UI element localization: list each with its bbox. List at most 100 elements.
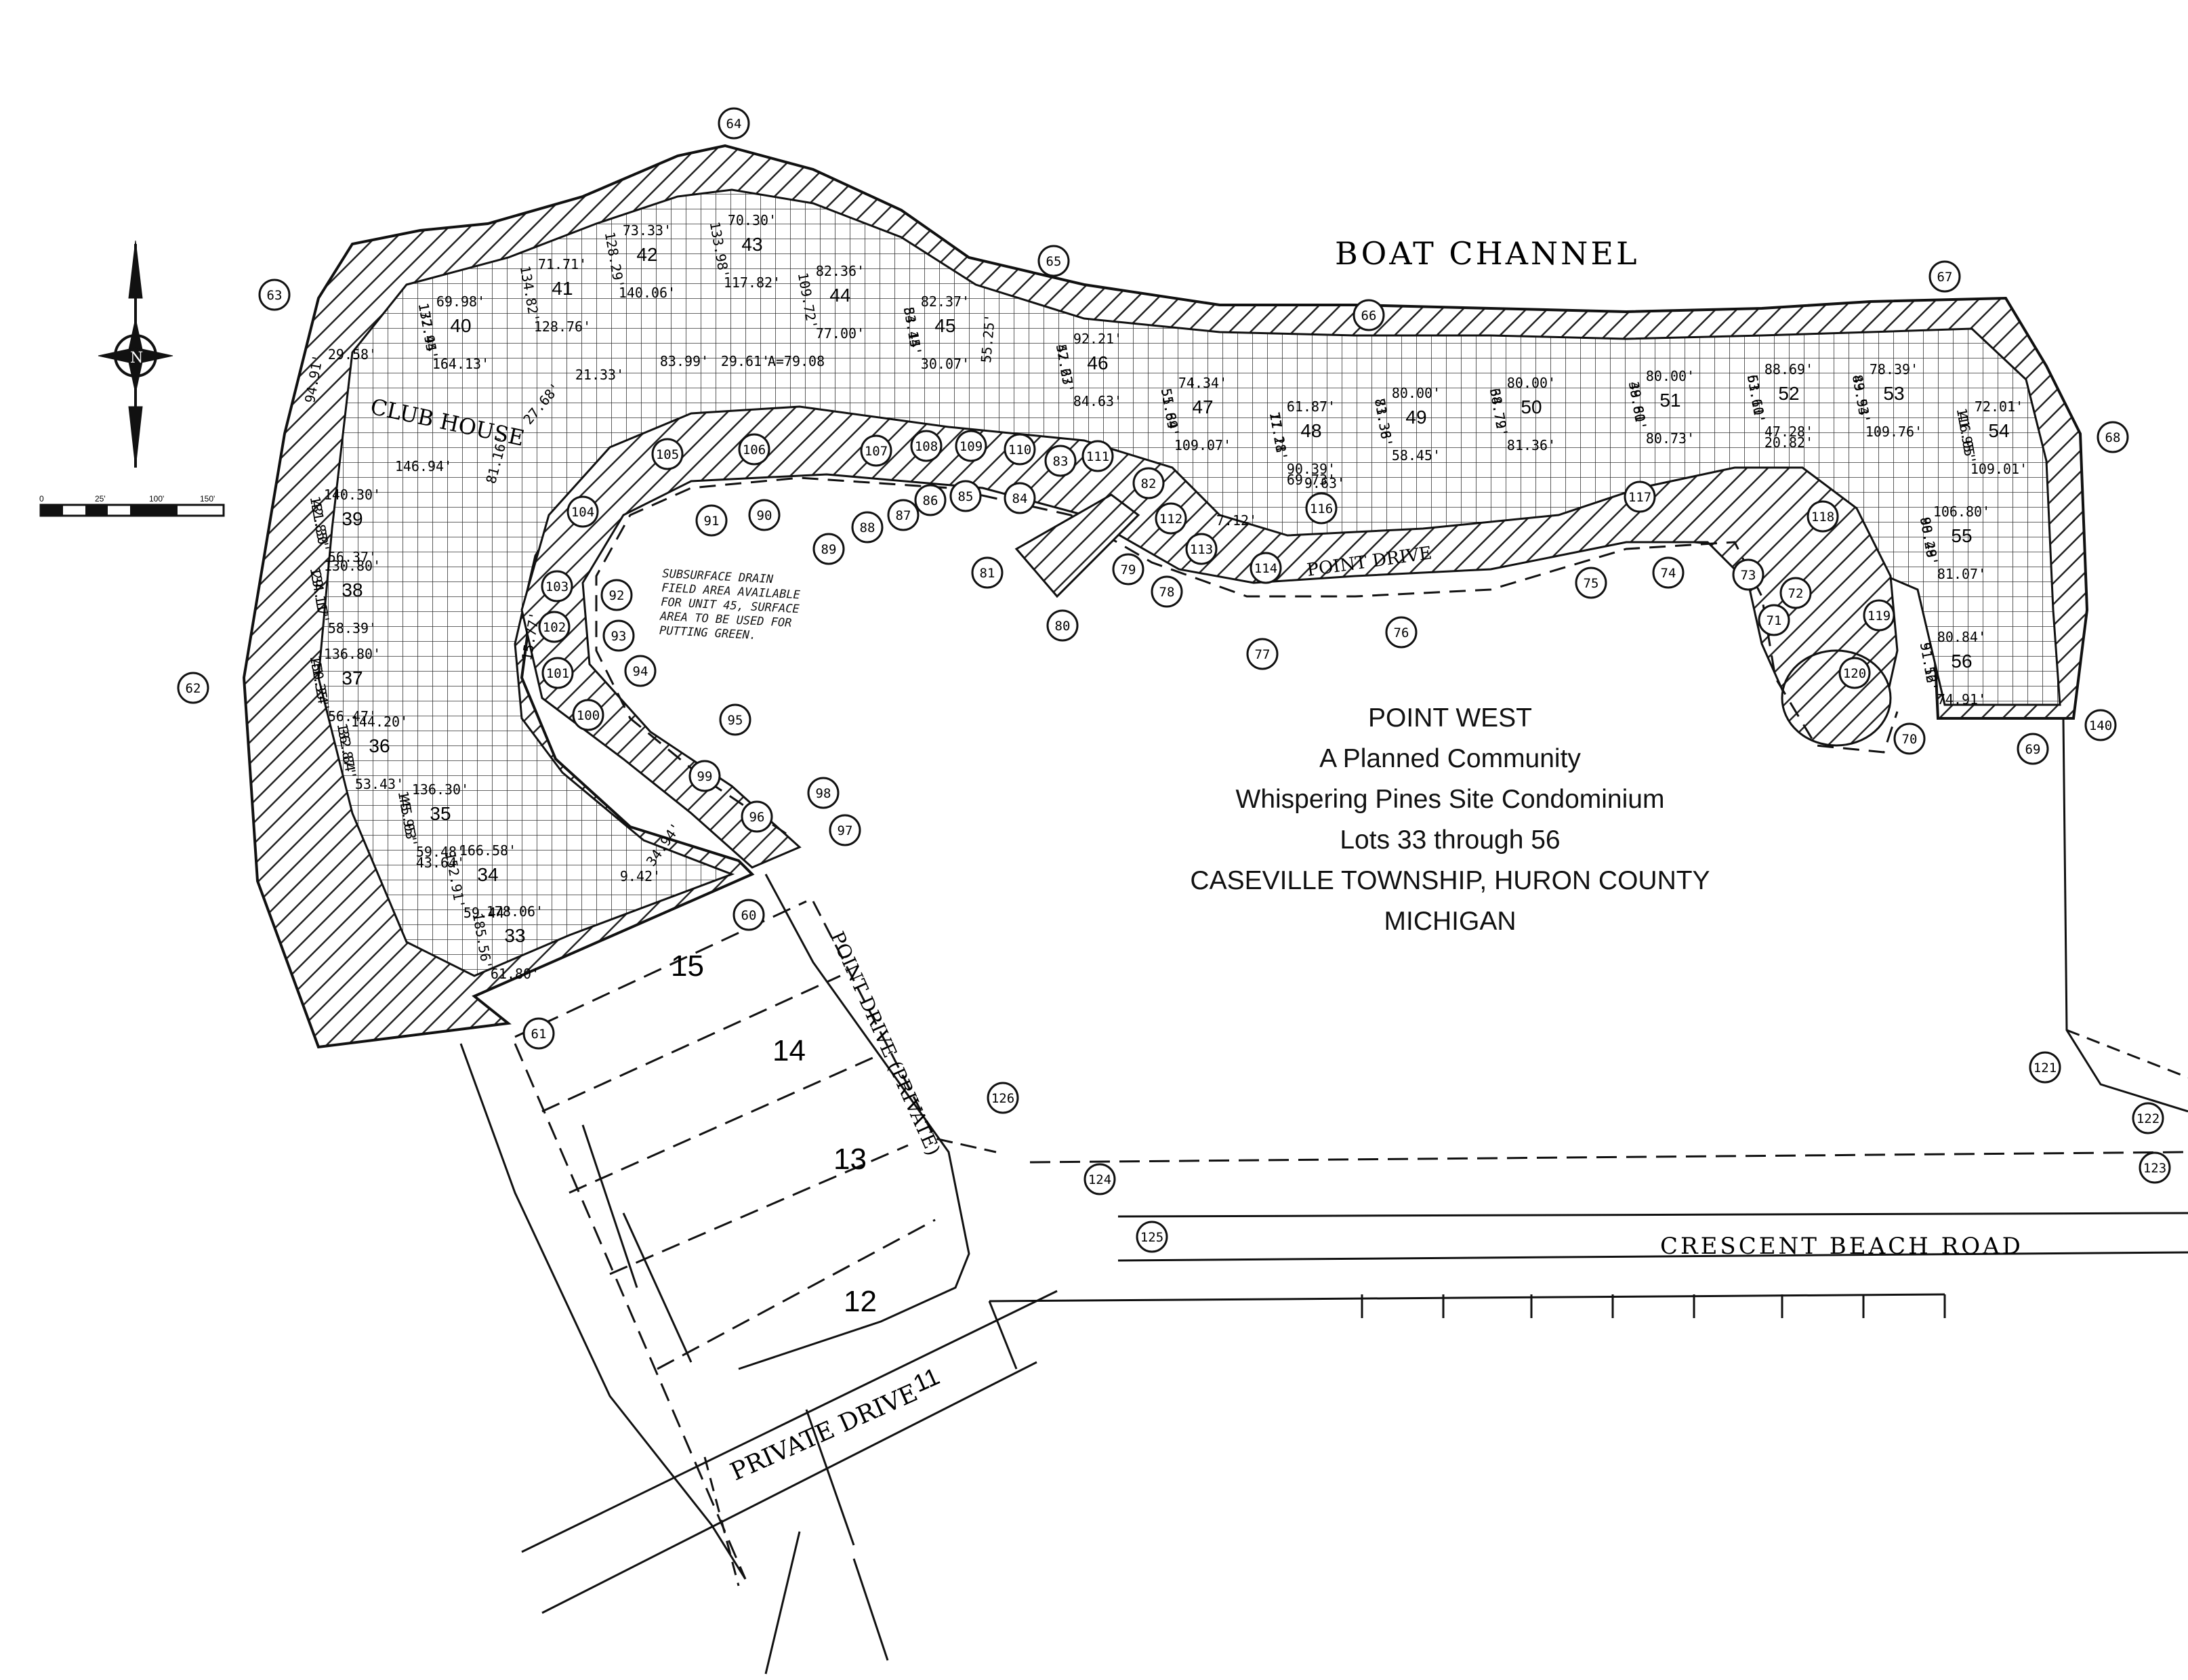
lot-dimension: 53.43' bbox=[355, 776, 404, 792]
svg-text:121: 121 bbox=[2034, 1061, 2057, 1075]
survey-point-82: 82 bbox=[1132, 467, 1165, 499]
survey-point-107: 107 bbox=[860, 434, 892, 467]
svg-text:69: 69 bbox=[2025, 742, 2041, 757]
survey-point-91: 91 bbox=[695, 504, 728, 537]
survey-point-123: 123 bbox=[2139, 1151, 2171, 1184]
lot-dimension: 140.30' bbox=[324, 487, 381, 503]
survey-point-98: 98 bbox=[807, 777, 840, 809]
lot-dimension: 80.00' bbox=[1392, 385, 1441, 401]
lot-dimension: 136.80' bbox=[324, 646, 381, 662]
lot-number: 39 bbox=[342, 508, 363, 529]
old-lot-12: 12 bbox=[844, 1285, 877, 1318]
scale-tick-0: 0 bbox=[39, 494, 44, 504]
old-lot-15: 15 bbox=[671, 949, 704, 983]
lot-dimension: 61.80' bbox=[491, 966, 539, 982]
point-drive-private-label: POINT DRIVE (PRIVATE) bbox=[826, 928, 945, 1159]
svg-text:72: 72 bbox=[1788, 586, 1804, 601]
lot-dimension: 106.80' bbox=[1933, 504, 1990, 520]
svg-text:76: 76 bbox=[1394, 626, 1409, 640]
svg-text:65: 65 bbox=[1046, 254, 1062, 269]
north-arrow-icon bbox=[98, 240, 173, 468]
survey-point-104: 104 bbox=[566, 495, 599, 528]
lot-dimension: 109.76' bbox=[1865, 424, 1922, 440]
lot-dimension: 88.69' bbox=[1764, 361, 1813, 377]
survey-points-layer: 6061626364656667686970717273747576777879… bbox=[177, 107, 2171, 1253]
survey-point-78: 78 bbox=[1151, 575, 1183, 608]
lot-dimension: 80.00' bbox=[1507, 375, 1556, 391]
svg-text:93: 93 bbox=[611, 629, 627, 644]
title-line-3: Whispering Pines Site Condominium bbox=[1235, 785, 1665, 814]
lot-number: 50 bbox=[1521, 396, 1542, 417]
svg-text:87: 87 bbox=[896, 508, 911, 523]
boat-channel-label: BOAT CHANNEL bbox=[1335, 235, 1640, 272]
svg-text:74: 74 bbox=[1661, 566, 1676, 581]
cul-de-sac-hatch bbox=[1781, 649, 1892, 747]
svg-text:122: 122 bbox=[2137, 1111, 2160, 1126]
survey-point-110: 110 bbox=[1004, 433, 1036, 466]
dimension-arc: A=79.08 bbox=[768, 353, 825, 369]
survey-point-125: 125 bbox=[1136, 1221, 1168, 1253]
svg-text:109: 109 bbox=[959, 439, 983, 454]
dimension-d10: 9.63' bbox=[1304, 475, 1345, 491]
survey-point-71: 71 bbox=[1758, 604, 1790, 636]
svg-text:71: 71 bbox=[1767, 613, 1782, 628]
svg-text:119: 119 bbox=[1867, 609, 1891, 623]
lot-number: 42 bbox=[636, 244, 657, 265]
lot-dimension: 56.37' bbox=[328, 549, 377, 565]
svg-text:102: 102 bbox=[543, 620, 566, 635]
svg-text:64: 64 bbox=[726, 117, 742, 131]
svg-text:95: 95 bbox=[728, 713, 743, 728]
lot-number: 35 bbox=[430, 803, 451, 824]
svg-text:80: 80 bbox=[1055, 619, 1071, 634]
survey-point-68: 68 bbox=[2097, 421, 2129, 453]
survey-point-75: 75 bbox=[1575, 567, 1607, 599]
lot-dimension: 128.76' bbox=[534, 319, 591, 335]
lot-dimension: 81.36' bbox=[1507, 437, 1556, 453]
survey-point-63: 63 bbox=[258, 279, 291, 311]
lot-number: 41 bbox=[552, 278, 573, 299]
survey-point-95: 95 bbox=[719, 703, 751, 736]
svg-text:94: 94 bbox=[633, 664, 648, 679]
survey-point-73: 73 bbox=[1732, 558, 1764, 591]
survey-point-80: 80 bbox=[1046, 609, 1079, 642]
lot-dimension: 58.45' bbox=[1392, 447, 1441, 464]
survey-point-85: 85 bbox=[949, 480, 982, 512]
survey-point-87: 87 bbox=[887, 499, 920, 531]
svg-text:100: 100 bbox=[577, 708, 600, 723]
svg-text:120: 120 bbox=[1843, 666, 1866, 681]
survey-point-79: 79 bbox=[1112, 553, 1144, 586]
survey-point-120: 120 bbox=[1838, 657, 1871, 689]
survey-point-103: 103 bbox=[541, 570, 573, 602]
survey-point-140: 140 bbox=[2084, 709, 2117, 741]
survey-point-100: 100 bbox=[572, 699, 604, 731]
lot-dimension: 70.30' bbox=[728, 212, 777, 228]
survey-point-116: 116 bbox=[1305, 492, 1338, 525]
survey-point-99: 99 bbox=[688, 760, 721, 792]
survey-point-84: 84 bbox=[1004, 482, 1036, 514]
svg-text:73: 73 bbox=[1741, 568, 1756, 583]
lot-number: 44 bbox=[829, 285, 850, 306]
survey-point-113: 113 bbox=[1185, 533, 1218, 565]
svg-text:124: 124 bbox=[1088, 1172, 1111, 1187]
svg-text:118: 118 bbox=[1811, 510, 1834, 525]
lot-dimension: 71.71' bbox=[538, 256, 587, 272]
survey-point-117: 117 bbox=[1624, 480, 1656, 513]
survey-point-70: 70 bbox=[1893, 722, 1926, 755]
svg-text:68: 68 bbox=[2105, 430, 2121, 445]
lot-dimension: 82.36' bbox=[816, 263, 865, 279]
dimension-d14: 9.42' bbox=[620, 868, 661, 884]
survey-point-61: 61 bbox=[522, 1017, 555, 1050]
svg-text:60: 60 bbox=[741, 908, 757, 923]
lot-dimension: 69.73' bbox=[1287, 472, 1336, 488]
survey-point-64: 64 bbox=[718, 107, 750, 140]
lot-number: 33 bbox=[504, 925, 525, 946]
svg-text:70: 70 bbox=[1902, 732, 1918, 747]
survey-point-89: 89 bbox=[812, 533, 845, 565]
svg-text:114: 114 bbox=[1254, 561, 1277, 576]
svg-text:82: 82 bbox=[1141, 476, 1157, 491]
